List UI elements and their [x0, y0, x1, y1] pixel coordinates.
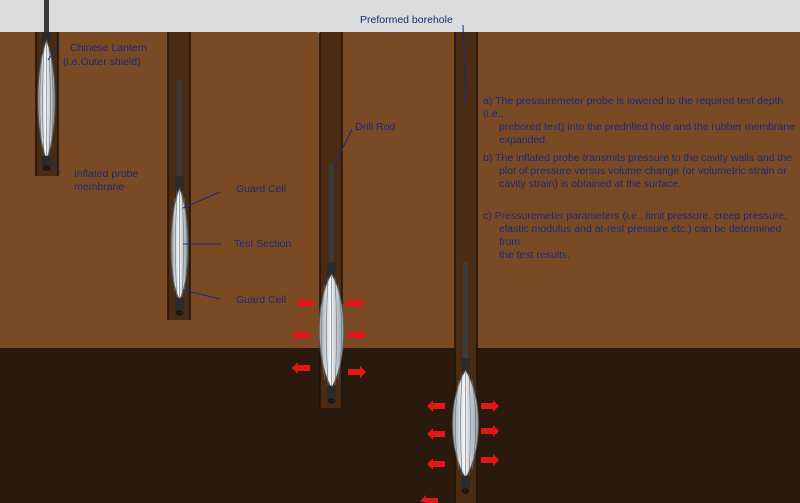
note-a-line-3: expanded. [499, 134, 549, 146]
lower-soil-layer [0, 348, 800, 503]
arrow-right [481, 425, 499, 437]
leader-lines [47, 24, 467, 300]
arrow-left [292, 362, 310, 374]
test-section-label: Test Section [234, 238, 292, 250]
note-c-line-2: elastic modulus and at-rest pressure etc… [499, 223, 782, 248]
note-b: b) The inflated probe transmits pressure… [483, 152, 798, 191]
note-b-line-2: plot of pressure versus volume change (o… [499, 165, 787, 177]
arrow-left [292, 329, 310, 341]
guard-cell-bottom-label: Guard Cell [236, 294, 287, 306]
note-c: c) Pressuremeter parameters (i.e., limit… [483, 210, 798, 262]
note-c-line-1: c) Pressuremeter parameters (i.e., limit… [483, 210, 788, 222]
arrow-left [420, 495, 438, 503]
probe-3 [318, 165, 345, 404]
arrow-left [427, 400, 445, 412]
guard-cell-top-label: Guard Cell [236, 183, 287, 195]
note-a-line-2: prebored test) into the predrilled hole … [499, 121, 795, 133]
inflated-probe-label: Inflated probe [74, 168, 139, 180]
inflated-probe-sublabel: membrane [74, 181, 125, 193]
note-b-line-1: b) The inflated probe transmits pressure… [483, 152, 793, 164]
note-c-line-3: the test results. [499, 249, 571, 261]
arrow-right [481, 454, 499, 466]
note-a: a) The pressuremeter probe is lowered to… [483, 95, 798, 147]
pressure-arrows [292, 297, 499, 503]
drill-rod-label: Drill Rod [355, 121, 396, 133]
arrow-right [348, 366, 366, 378]
arrow-left [427, 428, 445, 440]
arrow-left [427, 458, 445, 470]
chinese-lantern-label: Chinese Lantern [70, 42, 148, 54]
preformed-borehole-label: Preformed borehole [360, 14, 453, 26]
note-a-line-1: a) The pressuremeter probe is lowered to… [483, 95, 784, 120]
probe-2 [170, 80, 189, 316]
upper-soil-layer [0, 32, 800, 350]
note-b-line-3: cavity strain) is obtained at the surfac… [499, 178, 682, 190]
arrow-right [348, 329, 366, 341]
arrow-right [481, 400, 499, 412]
probe-4 [451, 262, 480, 494]
arrow-right [346, 297, 364, 309]
probe-1 [37, 0, 56, 171]
chinese-lantern-sublabel: (i.e.Outer shield) [63, 56, 141, 68]
arrow-left [296, 297, 314, 309]
